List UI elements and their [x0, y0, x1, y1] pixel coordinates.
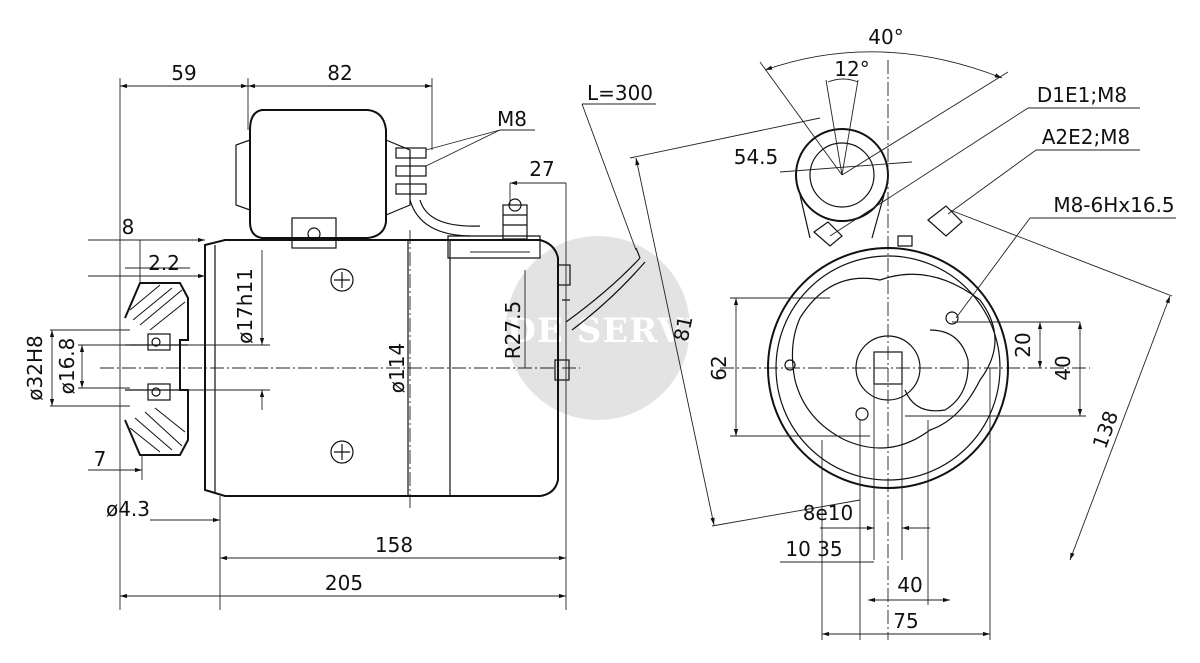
dim-4-3: ø4.3: [106, 497, 150, 521]
dim-r27-5: R27.5: [501, 301, 525, 359]
solenoid: [235, 109, 481, 249]
dim-54-5: 54.5: [734, 145, 779, 169]
dim-17h11: ø17h11: [233, 268, 257, 344]
side-view: 59 82 M8 27 8 2.2 ø32H8 ø16.8 ø17h11 ø11…: [23, 61, 656, 610]
dim-m8: M8: [497, 107, 527, 131]
dim-205: 205: [325, 571, 363, 595]
dim-82: 82: [327, 61, 352, 85]
dim-8: 8: [122, 215, 135, 239]
label-d1e1: D1E1;M8: [1037, 83, 1127, 107]
label-a2e2: A2E2;M8: [1042, 125, 1131, 149]
dim-40-bottom: 40: [897, 573, 922, 597]
end-view: 40° 12° D1E1;M8 A2E2;M8 M8-6Hx16.5 54.5 …: [629, 25, 1176, 640]
dim-12deg: 12°: [834, 57, 869, 81]
motor-body: [204, 198, 571, 497]
label-m8-6h: M8-6Hx16.5: [1053, 193, 1174, 217]
dimension-lines: [49, 78, 567, 610]
dim-138: 138: [1088, 408, 1124, 452]
dim-158: 158: [375, 533, 413, 557]
dim-27: 27: [529, 157, 554, 181]
cable-length-label: L=300: [587, 81, 653, 105]
dim-40-vertical: 40: [1051, 355, 1075, 380]
flange: [124, 282, 189, 456]
dim-75: 75: [893, 609, 918, 633]
dim-20: 20: [1011, 332, 1035, 357]
angle-lines: [759, 51, 1009, 176]
dim-32h8: ø32H8: [23, 335, 47, 400]
dim-59: 59: [171, 61, 196, 85]
dim-62: 62: [707, 355, 731, 380]
dim-2-2: 2.2: [148, 251, 180, 275]
dim-16-8: ø16.8: [55, 338, 79, 395]
dim-40deg: 40°: [868, 25, 903, 49]
dim-81: 81: [669, 314, 698, 344]
watermark: TRADE SERVICE: [424, 236, 757, 420]
watermark-text: TRADE SERVICE: [424, 311, 757, 351]
dim-114: ø114: [385, 343, 409, 393]
dim-10-35: 10 35: [785, 537, 842, 561]
dim-8e10: 8e10: [803, 501, 853, 525]
dim-7: 7: [94, 447, 107, 471]
